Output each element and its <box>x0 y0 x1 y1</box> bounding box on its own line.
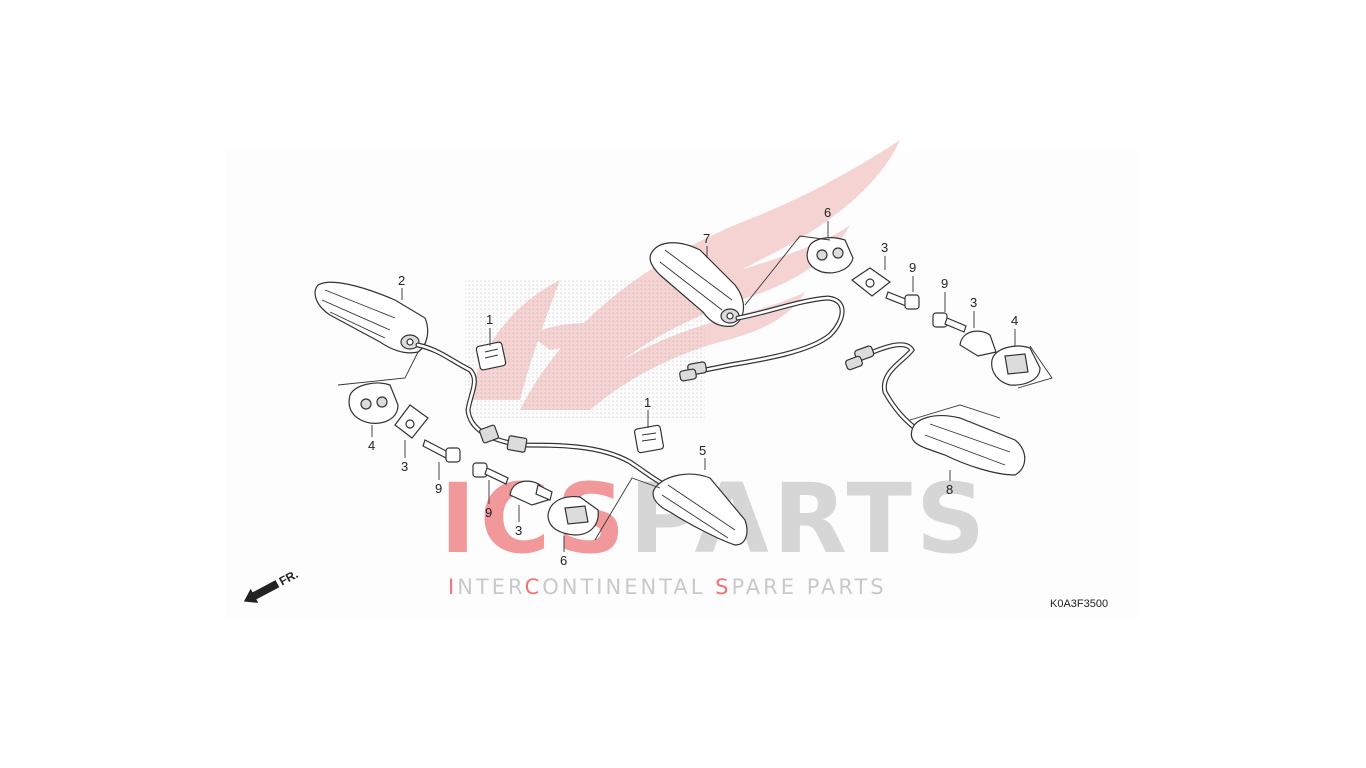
bolt-rear-left <box>472 462 509 485</box>
winker-lens-front-right <box>649 242 744 327</box>
callout-label: 8 <box>946 482 953 497</box>
collar-rear-left <box>509 480 553 506</box>
callout-label: 3 <box>515 523 522 538</box>
figure-code: K0A3F3500 <box>1050 598 1108 610</box>
callout-label: 9 <box>941 276 948 291</box>
tagline-part: S <box>715 575 731 599</box>
callout-label: 9 <box>909 260 916 275</box>
grommet-left <box>348 382 399 424</box>
callout-label: 9 <box>435 481 442 496</box>
winker-lens-rear-left <box>652 473 748 546</box>
callout-label: 3 <box>881 240 888 255</box>
callout-label: 9 <box>485 505 492 520</box>
callout-label: 7 <box>703 231 710 246</box>
callout-label: 6 <box>560 553 567 568</box>
socket-rear-left <box>547 495 599 536</box>
watermark-brand-left: ICS <box>440 463 629 575</box>
tagline-part: PARE PARTS <box>731 575 886 599</box>
watermark-tagline: INTERCONTINENTAL SPARE PARTS <box>448 575 887 599</box>
tagline-part: NTER <box>457 575 524 599</box>
callout-label: 2 <box>398 273 405 288</box>
tagline-part: I <box>448 575 457 599</box>
watermark-dots <box>465 280 705 420</box>
collar-right-upper <box>850 267 892 297</box>
callout-label: 6 <box>824 205 831 220</box>
callout-label: 1 <box>486 312 493 327</box>
bullet-connector-front-right <box>679 361 708 382</box>
callout-label: 3 <box>970 295 977 310</box>
socket-right <box>991 345 1041 386</box>
tagline-part: C <box>525 575 543 599</box>
wire-band-upper <box>475 341 507 371</box>
callout-label: 4 <box>368 438 375 453</box>
winker-lens-rear-right <box>910 415 1026 476</box>
collar-left <box>394 404 429 439</box>
wire-connector <box>506 435 528 453</box>
callout-label: 4 <box>1011 313 1018 328</box>
grommet-right <box>806 237 854 274</box>
bolt-right-lower <box>932 312 967 333</box>
callout-label: 5 <box>699 443 706 458</box>
collar-right-lower <box>959 330 997 357</box>
bullet-connector-rear-right <box>845 345 875 371</box>
wire-band-lower <box>633 424 665 454</box>
wire-connector <box>479 424 499 444</box>
callout-label: 3 <box>401 459 408 474</box>
winker-lens-front-left <box>314 281 429 354</box>
bolt-left <box>422 439 461 463</box>
callout-label: 1 <box>644 395 651 410</box>
bolt-right-upper <box>885 291 920 310</box>
tagline-part: ONTINENTAL <box>542 575 715 599</box>
arrow-left-icon <box>243 580 280 603</box>
